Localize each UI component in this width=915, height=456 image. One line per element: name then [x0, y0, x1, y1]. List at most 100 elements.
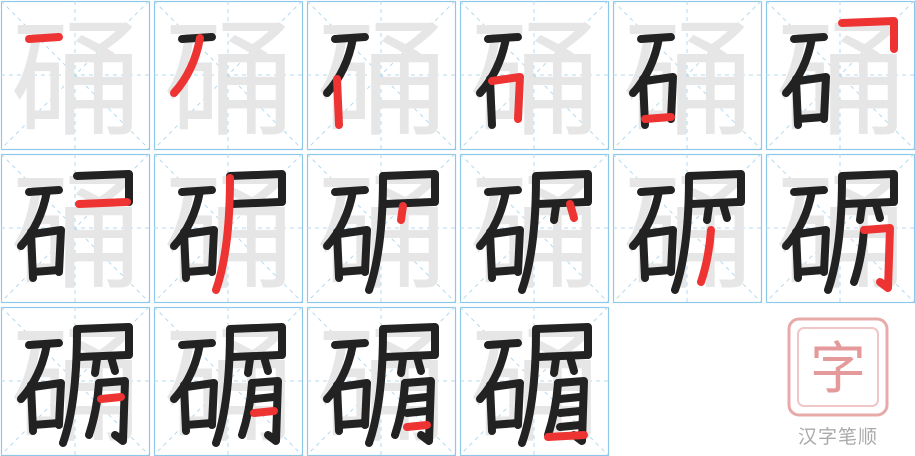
guide-line — [306, 0, 456, 150]
completed-stroke — [488, 266, 522, 276]
stroke-step-cell: 硧 — [306, 0, 457, 155]
completed-stroke — [486, 75, 496, 129]
completed-stroke — [629, 187, 663, 250]
completed-stroke — [550, 202, 560, 224]
completed-stroke — [476, 187, 510, 250]
completed-stroke — [379, 170, 439, 206]
completed-stroke — [244, 355, 254, 377]
current-stroke — [397, 202, 407, 224]
completed-stroke — [518, 327, 540, 447]
completed-stroke — [17, 340, 51, 403]
completed-stroke — [323, 34, 357, 97]
current-stroke — [97, 393, 125, 403]
completed-stroke — [719, 200, 731, 222]
completed-stroke — [556, 421, 584, 431]
brand-logo: 字 — [787, 317, 889, 417]
stroke-step-cell: 硧 — [0, 306, 151, 456]
stroke-step-cell: 硧 — [765, 153, 915, 308]
completed-stroke — [629, 34, 663, 97]
completed-stroke — [95, 377, 129, 445]
stroke-step-cell: 硧 — [459, 306, 610, 456]
current-stroke — [544, 431, 588, 441]
completed-stroke — [397, 355, 407, 377]
completed-stroke — [182, 266, 216, 276]
completed-stroke — [671, 174, 693, 294]
stroke-step-cell: 硧 — [153, 153, 304, 308]
completed-stroke — [91, 355, 101, 377]
guide-line — [0, 0, 150, 150]
completed-stroke — [182, 379, 218, 429]
completed-stroke — [566, 353, 578, 375]
completed-stroke — [476, 34, 510, 97]
completed-stroke — [335, 419, 369, 429]
stroke-step-cell: 硧 — [153, 306, 304, 456]
completed-stroke — [381, 351, 437, 361]
stroke-step-cell: 硧 — [306, 153, 457, 308]
current-stroke — [488, 73, 524, 123]
completed-stroke — [641, 73, 677, 123]
completed-stroke — [518, 174, 540, 294]
stroke-step-cell: 硧 — [459, 153, 610, 308]
completed-stroke — [856, 202, 866, 224]
completed-stroke — [391, 379, 409, 439]
completed-stroke — [794, 113, 828, 123]
stroke-step-cell: 硧 — [459, 0, 610, 155]
current-stroke — [697, 226, 715, 286]
completed-stroke — [182, 419, 216, 429]
completed-stroke — [323, 340, 357, 403]
completed-stroke — [534, 351, 590, 361]
completed-stroke — [556, 393, 584, 403]
guide-line — [765, 0, 915, 150]
completed-stroke — [532, 170, 592, 206]
completed-stroke — [335, 266, 369, 276]
current-stroke — [860, 224, 894, 292]
completed-stroke — [488, 226, 524, 276]
completed-stroke — [73, 170, 133, 206]
completed-stroke — [403, 407, 431, 417]
completed-stroke — [794, 226, 830, 276]
completed-stroke — [29, 379, 65, 429]
completed-stroke — [550, 355, 560, 377]
guide-line — [459, 0, 609, 150]
completed-stroke — [212, 327, 234, 447]
completed-stroke — [840, 198, 896, 208]
stroke-step-cell: 硧 — [0, 153, 151, 308]
completed-stroke — [107, 353, 119, 375]
current-stroke — [566, 200, 578, 222]
completed-stroke — [365, 327, 387, 447]
completed-stroke — [75, 351, 131, 361]
current-stroke — [333, 75, 343, 129]
guide-line — [0, 153, 150, 303]
current-stroke — [170, 34, 204, 97]
completed-stroke — [532, 323, 592, 359]
brand-logo-glyph: 字 — [810, 337, 866, 402]
completed-stroke — [703, 202, 713, 224]
completed-stroke — [413, 353, 425, 375]
guide-line — [612, 0, 762, 150]
completed-stroke — [488, 379, 524, 429]
stroke-step-cell: 硧 — [612, 0, 763, 155]
ghost-character: 硧 — [11, 6, 139, 155]
completed-stroke — [534, 198, 590, 208]
completed-stroke — [228, 198, 284, 208]
completed-stroke — [17, 187, 51, 250]
completed-stroke — [85, 379, 103, 439]
guide-line — [153, 0, 303, 150]
completed-stroke — [794, 266, 828, 276]
completed-stroke — [687, 198, 743, 208]
completed-stroke — [381, 198, 437, 208]
current-stroke — [641, 113, 675, 123]
completed-stroke — [238, 379, 256, 439]
completed-stroke — [850, 226, 868, 286]
completed-stroke — [782, 34, 816, 97]
completed-stroke — [838, 170, 898, 206]
completed-stroke — [641, 266, 675, 276]
stroke-step-cell: 硧 — [612, 153, 763, 308]
completed-stroke — [170, 187, 204, 250]
completed-stroke — [403, 393, 431, 403]
completed-stroke — [365, 174, 387, 294]
completed-stroke — [824, 174, 846, 294]
completed-stroke — [59, 327, 81, 447]
completed-stroke — [544, 379, 562, 439]
